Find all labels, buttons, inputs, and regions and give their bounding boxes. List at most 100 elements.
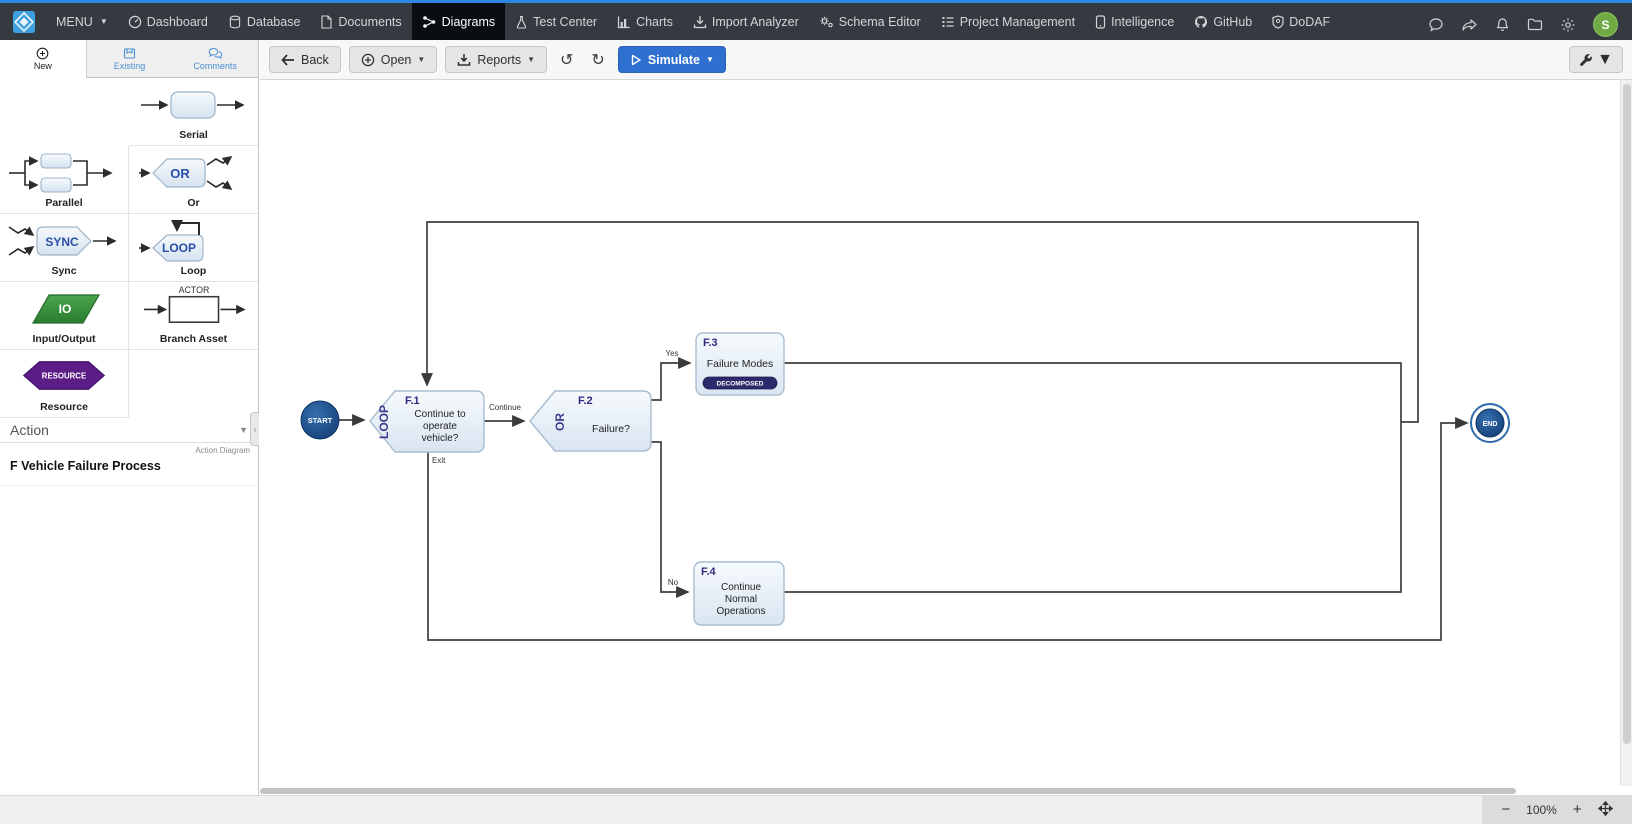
undo-button[interactable]: ↺	[560, 51, 574, 69]
zoom-level: 100%	[1526, 803, 1557, 817]
palette-branch-asset[interactable]: ACTOR Branch Asset	[129, 282, 258, 350]
nav-charts[interactable]: Charts	[607, 3, 683, 40]
edge-f2-yes-to-f3	[651, 357, 692, 401]
palette-serial[interactable]: Serial	[129, 78, 258, 146]
action-dropdown-label: Action	[10, 422, 49, 438]
nav-menu[interactable]: MENU ▼	[46, 3, 118, 40]
horizontal-scrollbar-thumb[interactable]	[260, 788, 1516, 794]
zoom-out-button[interactable]: −	[1501, 801, 1511, 818]
svg-text:F.1: F.1	[405, 395, 420, 407]
palette-sync[interactable]: SYNC Sync	[0, 214, 129, 282]
shield-icon	[1272, 14, 1284, 29]
folder-icon[interactable]	[1527, 17, 1543, 32]
nav-diagrams[interactable]: Diagrams	[411, 3, 506, 40]
app-logo[interactable]	[0, 3, 46, 40]
redo-button[interactable]: ↻	[591, 51, 605, 69]
innoslate-logo-icon	[13, 10, 35, 33]
branch-asset-shape-icon: ACTOR	[143, 285, 246, 323]
svg-text:F.4: F.4	[701, 566, 717, 578]
chevron-down-icon: ▼	[99, 17, 108, 26]
nav-documents[interactable]: Documents	[310, 3, 411, 40]
chat-icon[interactable]	[1428, 17, 1444, 33]
nav-items: MENU ▼ Dashboard Database Documents Diag…	[46, 3, 1340, 40]
left-sidebar: New Existing Comments Serial	[0, 40, 259, 795]
reports-button[interactable]: Reports ▼	[445, 46, 548, 73]
f3-failure-modes-node[interactable]: F.3 Failure Modes DECOMPOSED	[695, 332, 785, 396]
nav-github[interactable]: GitHub	[1184, 3, 1262, 40]
f2-or-node[interactable]: OR F.2 Failure?	[529, 390, 652, 452]
continue-edge-label: Continue	[489, 403, 522, 412]
svg-text:operate: operate	[423, 421, 457, 432]
sidebar-collapse-handle[interactable]: ‹	[250, 412, 259, 446]
pan-move-icon[interactable]	[1597, 800, 1613, 819]
diagram-canvas[interactable]: START LOOP F.1 Continue to operate vehic…	[260, 80, 1632, 786]
diagram-list-item[interactable]: Action Diagram F Vehicle Failure Process	[0, 443, 258, 486]
chevron-down-icon: ▼	[1597, 50, 1613, 68]
construct-palette: Serial Parallel OR Or	[0, 78, 258, 418]
f4-continue-normal-operations-node[interactable]: F.4 Continue Normal Operations	[693, 561, 785, 626]
chart-icon	[617, 16, 630, 28]
palette-input-output[interactable]: IO Input/Output	[0, 282, 129, 350]
vertical-scrollbar-thumb[interactable]	[1623, 84, 1631, 744]
svg-text:LOOP: LOOP	[377, 405, 391, 439]
nav-dodaf[interactable]: DoDAF	[1262, 3, 1340, 40]
exit-edge-label: Exit	[432, 456, 446, 465]
no-edge-label: No	[668, 578, 679, 587]
svg-text:IO: IO	[59, 302, 72, 316]
end-node[interactable]: END	[1470, 403, 1510, 443]
play-icon	[631, 54, 641, 65]
vertical-scrollbar[interactable]	[1620, 80, 1632, 786]
nav-intelligence[interactable]: Intelligence	[1085, 3, 1184, 40]
tab-comments[interactable]: Comments	[172, 40, 259, 78]
notifications-bell-icon[interactable]	[1495, 17, 1510, 33]
database-icon	[229, 15, 241, 28]
comments-icon	[208, 47, 222, 59]
resource-shape-icon: RESOURCE	[22, 361, 106, 390]
svg-text:Failure Modes: Failure Modes	[707, 358, 774, 370]
palette-loop[interactable]: LOOP Loop	[129, 214, 258, 282]
edge-f2-no-to-f4	[651, 441, 690, 598]
nav-database[interactable]: Database	[218, 3, 311, 40]
github-icon	[1195, 15, 1208, 28]
nav-test-center[interactable]: Test Center	[505, 3, 607, 40]
yes-edge-label: Yes	[665, 349, 678, 358]
nav-schema-editor[interactable]: Schema Editor	[809, 3, 931, 40]
mobile-icon	[1095, 14, 1106, 29]
parallel-shape-icon	[9, 153, 113, 193]
svg-text:Continue to: Continue to	[414, 409, 466, 420]
settings-gear-icon[interactable]	[1560, 17, 1576, 33]
loop-shape-icon: LOOP	[138, 220, 204, 262]
palette-parallel[interactable]: Parallel	[0, 146, 129, 214]
start-node[interactable]: START	[300, 400, 340, 440]
import-icon	[693, 15, 707, 28]
simulate-button[interactable]: Simulate ▼	[617, 46, 726, 73]
input-output-shape-icon: IO	[31, 294, 101, 324]
palette-or[interactable]: OR Or	[129, 146, 258, 214]
diagram-settings-button[interactable]: ▼	[1569, 46, 1623, 73]
nav-import-analyzer[interactable]: Import Analyzer	[683, 3, 809, 40]
edge-f4-to-join	[784, 422, 1402, 593]
f1-loop-node[interactable]: LOOP F.1 Continue to operate vehicle?	[369, 390, 485, 453]
diagram-type-label: Action Diagram	[195, 446, 250, 455]
back-button[interactable]: Back	[269, 46, 341, 73]
zoom-in-button[interactable]: +	[1572, 801, 1582, 818]
nav-project-management[interactable]: Project Management	[931, 3, 1085, 40]
flask-icon	[516, 15, 527, 29]
svg-text:F.3: F.3	[703, 337, 718, 349]
svg-text:END: END	[1483, 421, 1498, 428]
nav-dashboard[interactable]: Dashboard	[118, 3, 218, 40]
chevron-down-icon: ▼	[705, 55, 714, 64]
palette-resource[interactable]: RESOURCE Resource	[0, 350, 129, 418]
share-icon[interactable]	[1461, 17, 1478, 33]
reports-download-icon	[458, 53, 471, 66]
svg-text:Normal: Normal	[725, 594, 757, 605]
open-button[interactable]: Open ▼	[348, 46, 438, 73]
action-type-dropdown[interactable]: Action ▼	[0, 418, 258, 443]
diagrams-icon	[422, 15, 435, 28]
user-avatar[interactable]: S	[1593, 12, 1618, 37]
svg-text:LOOP: LOOP	[161, 241, 195, 255]
tab-new[interactable]: New	[0, 40, 87, 78]
diagram-edges	[339, 221, 1469, 641]
tab-existing[interactable]: Existing	[86, 40, 173, 78]
edge-f3-to-join	[784, 362, 1402, 422]
